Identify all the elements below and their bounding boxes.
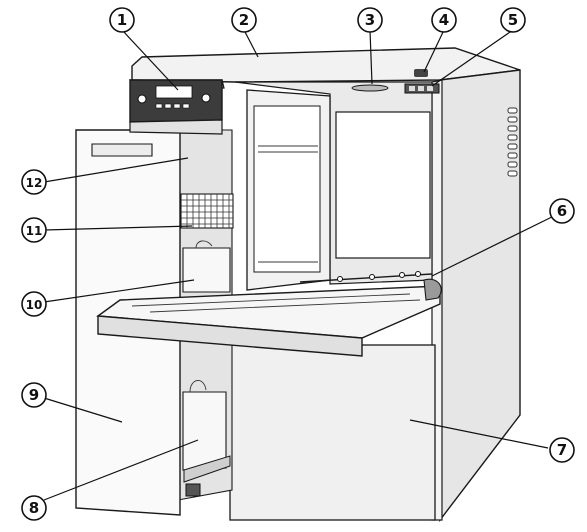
callout-2-label: 2 — [239, 11, 249, 29]
power-button — [137, 94, 147, 104]
callout-12-label: 12 — [26, 176, 43, 190]
mesh-filter — [180, 193, 234, 229]
callout-4-label: 4 — [439, 11, 449, 29]
door-hinge — [423, 278, 442, 301]
display-screen — [155, 85, 193, 99]
callout-3: 3 — [357, 7, 383, 33]
lower-spray-arm — [299, 271, 433, 283]
drawer-rail — [183, 455, 231, 483]
callout-9: 9 — [21, 382, 47, 408]
callout-2: 2 — [231, 7, 257, 33]
callout-8: 8 — [21, 495, 47, 521]
vent-slots — [507, 107, 518, 177]
callout-6: 6 — [549, 198, 575, 224]
callout-10-label: 10 — [26, 298, 43, 312]
door-handle — [91, 143, 153, 157]
lower-cabinet — [229, 344, 436, 521]
callout-11: 11 — [21, 217, 47, 243]
upper-detergent-container — [182, 247, 231, 293]
callout-1: 1 — [109, 7, 135, 33]
callout-4: 4 — [431, 7, 457, 33]
callout-7-label: 7 — [557, 441, 567, 459]
callout-6-label: 6 — [557, 202, 567, 220]
callout-11-label: 11 — [26, 224, 43, 238]
callout-7: 7 — [549, 437, 575, 463]
callout-1-label: 1 — [117, 11, 127, 29]
start-button — [201, 93, 211, 103]
callout-5: 5 — [500, 7, 526, 33]
leader-lines — [43, 29, 561, 501]
chamber-back-wall — [335, 111, 431, 259]
callout-10: 10 — [21, 291, 47, 317]
control-panel-base — [129, 119, 223, 135]
callout-12: 12 — [21, 169, 47, 195]
lower-detergent-container — [182, 391, 227, 471]
callout-8-label: 8 — [29, 499, 39, 517]
door-front-edge — [97, 315, 363, 357]
callout-3-label: 3 — [365, 11, 375, 29]
panel-keys — [155, 103, 190, 109]
callout-5-label: 5 — [508, 11, 518, 29]
open-door-tray — [96, 285, 441, 339]
callout-9-label: 9 — [29, 386, 39, 404]
upper-spray-arm — [351, 84, 389, 92]
